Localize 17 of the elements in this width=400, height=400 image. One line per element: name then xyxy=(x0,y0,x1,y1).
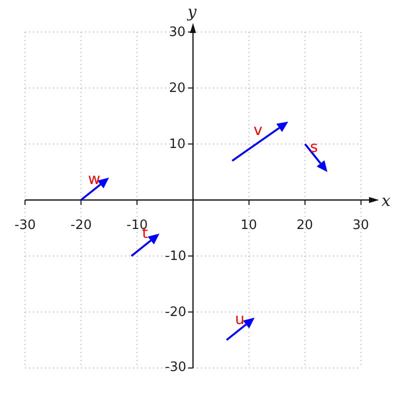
tick-label: 30 xyxy=(352,218,370,232)
tick-label: -20 xyxy=(165,304,186,320)
tick-label: 10 xyxy=(240,218,258,232)
tick-label: -30 xyxy=(165,360,186,374)
vector-label: w xyxy=(88,172,100,186)
vector-label: v xyxy=(254,122,262,138)
axis-label: y xyxy=(188,3,197,21)
tick-label: -20 xyxy=(70,218,92,232)
tick-label: -30 xyxy=(14,218,36,232)
axis-label: x xyxy=(382,192,391,210)
vector-label: s xyxy=(310,140,318,154)
tick-label: 10 xyxy=(169,136,186,152)
tick-label: 20 xyxy=(169,80,186,96)
vector-label: u xyxy=(235,312,245,326)
tick-label: 30 xyxy=(169,24,186,40)
tick-label: 20 xyxy=(296,218,314,232)
tick-label: -10 xyxy=(165,248,186,264)
